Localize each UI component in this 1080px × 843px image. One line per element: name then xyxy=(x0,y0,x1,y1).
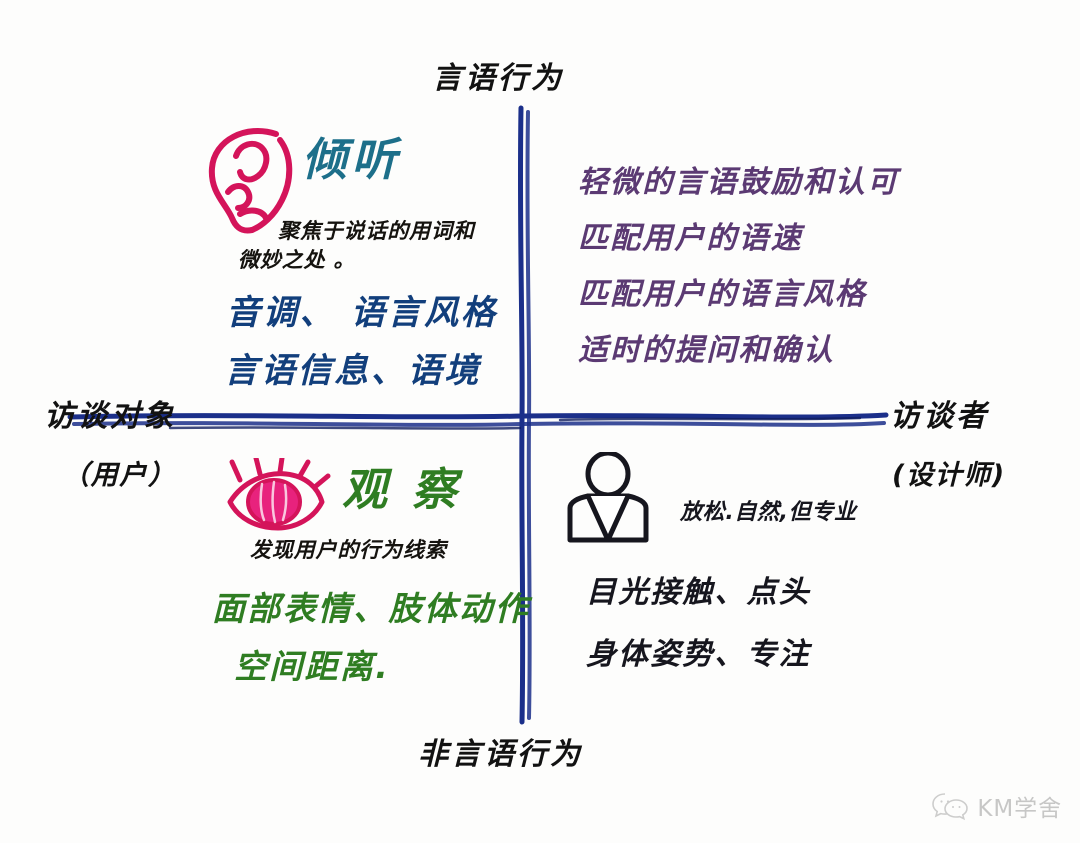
wechat-icon xyxy=(932,793,969,821)
interviewer-nonverbal-item-0: 目光接触、点头 xyxy=(586,575,811,610)
watermark-text: KM学舍 xyxy=(977,796,1062,822)
quadrant-title-observe: 观 察 xyxy=(342,463,462,516)
observe-item-1: 空间距离. xyxy=(234,647,391,686)
axis-label-right: 访谈者 xyxy=(890,399,989,434)
listen-item-1: 言语信息、语境 xyxy=(224,351,482,391)
interviewer-verbal-item-1: 匹配用户的语速 xyxy=(578,221,803,256)
axis-accent-strokes xyxy=(168,416,862,430)
person-bust-icon xyxy=(556,450,660,548)
axis-sublabel-left: （用户） xyxy=(62,460,177,491)
interviewer-verbal-item-3: 适时的提问和确认 xyxy=(578,333,835,368)
ear-icon xyxy=(196,122,306,241)
axis-label-bottom: 非言语行为 xyxy=(418,737,583,772)
interviewer-nonverbal-note: 放松.自然,但专业 xyxy=(680,500,857,525)
interviewer-nonverbal-item-1: 身体姿势、专注 xyxy=(586,637,811,672)
eye-icon xyxy=(222,455,334,538)
observe-note-line-1: 发现用户的行为线索 xyxy=(250,538,447,562)
listen-item-0: 音调、 语言风格 xyxy=(226,293,498,333)
watermark: KM学舍 xyxy=(931,789,1062,823)
interviewer-verbal-item-0: 轻微的言语鼓励和认可 xyxy=(578,165,899,200)
listen-note-line-1: 聚焦于说话的用词和 xyxy=(278,219,475,243)
axis-label-left: 访谈对象 xyxy=(44,399,176,434)
horizontal-axis xyxy=(67,412,889,427)
axis-sublabel-right: (设计师) xyxy=(892,460,1006,491)
quadrant-title-listen: 倾听 xyxy=(302,133,402,186)
listen-note-line-2: 微妙之处 。 xyxy=(238,248,356,272)
interviewer-verbal-item-2: 匹配用户的语言风格 xyxy=(578,277,867,312)
observe-item-0: 面部表情、肢体动作 xyxy=(212,589,530,628)
axis-label-top: 言语行为 xyxy=(432,61,564,96)
vertical-axis xyxy=(517,105,532,725)
